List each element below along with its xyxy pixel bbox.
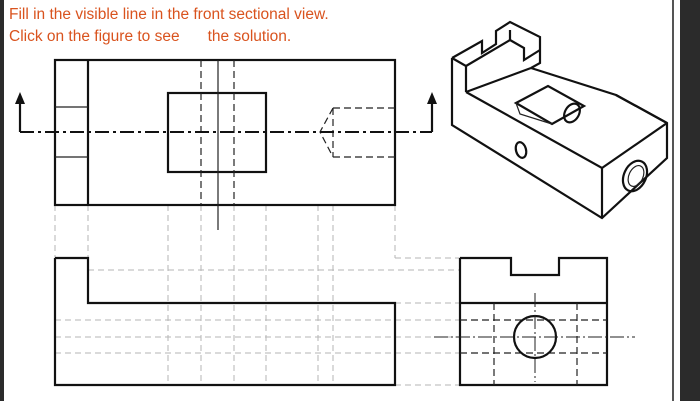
- iso-base-top-back: [530, 66, 668, 124]
- iso-square-hole-inner: [515, 102, 553, 125]
- iso-outer-silhouette: [450, 58, 669, 220]
- frame-left-border: [0, 0, 4, 401]
- frame-right-inner-border: [672, 0, 674, 401]
- side-view-outline: [458, 256, 609, 387]
- cutting-plane-left-arrow: [15, 92, 25, 104]
- side-view[interactable]: [434, 256, 635, 387]
- iso-end-hole-inner: [627, 165, 645, 187]
- iso-upright-top: [451, 20, 542, 69]
- top-view[interactable]: [15, 58, 437, 230]
- iso-upright-front-left: [451, 57, 468, 92]
- instruction-line-1: Fill in the visible line in the front se…: [9, 6, 329, 23]
- front-sectional-view[interactable]: [53, 256, 397, 387]
- iso-side-hole: [514, 141, 528, 159]
- isometric-view[interactable]: [450, 20, 669, 220]
- iso-upright-base-edge: [465, 66, 532, 94]
- instruction-line-2b: the solution.: [207, 28, 292, 45]
- frame-right-border: [680, 0, 700, 401]
- iso-upright-notch: [509, 39, 541, 62]
- projection-lines: [54, 205, 460, 386]
- iso-square-hole: [513, 84, 587, 126]
- instruction-line-2a: Click on the figure to see: [9, 28, 180, 45]
- front-view-outline: [53, 256, 397, 387]
- cutting-plane-right-arrow: [427, 92, 437, 104]
- iso-square-hole-drill: [563, 102, 581, 124]
- instruction-line-2: Click on the figure to see the solution.: [9, 26, 409, 48]
- iso-end-hole-outer: [621, 159, 649, 193]
- iso-base-top-front: [465, 91, 668, 170]
- instructions: Fill in the visible line in the front se…: [9, 4, 409, 48]
